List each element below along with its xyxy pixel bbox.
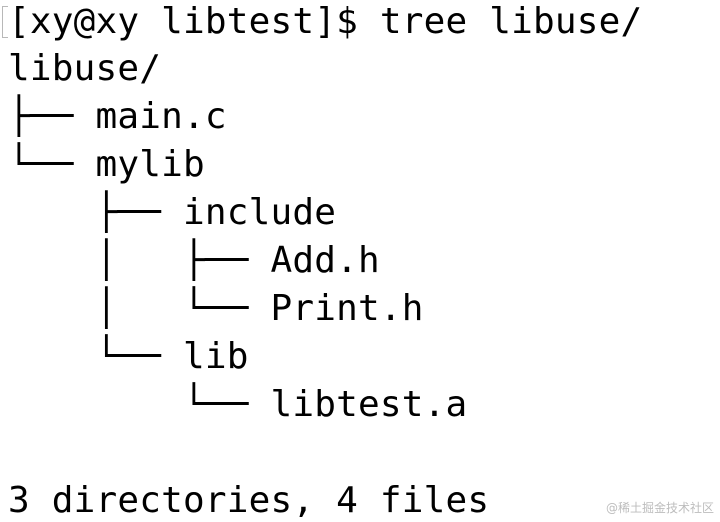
tree-line-include: ├── include — [8, 192, 337, 233]
tree-line-lib: └── lib — [8, 336, 249, 377]
shell-command: tree libuse/ — [379, 1, 643, 42]
tree-line-print-h: │ └── Print.h — [8, 288, 424, 329]
tree-line-mylib: └── mylib — [8, 144, 205, 185]
tree-line-libtest-a: └── libtest.a — [8, 384, 468, 425]
tree-summary: 3 directories, 4 files — [8, 480, 490, 521]
shell-prompt: [xy@xy libtest]$ — [8, 1, 380, 42]
tree-line-root: libuse/ — [8, 48, 162, 89]
command-line: [xy@xy libtest]$ tree libuse/ — [8, 0, 642, 46]
prompt-marker — [2, 6, 8, 38]
tree-line-main-c: ├── main.c — [8, 96, 227, 137]
tree-line-add-h: │ ├── Add.h — [8, 240, 380, 281]
watermark-text: @稀土掘金技术社区 — [605, 501, 714, 515]
